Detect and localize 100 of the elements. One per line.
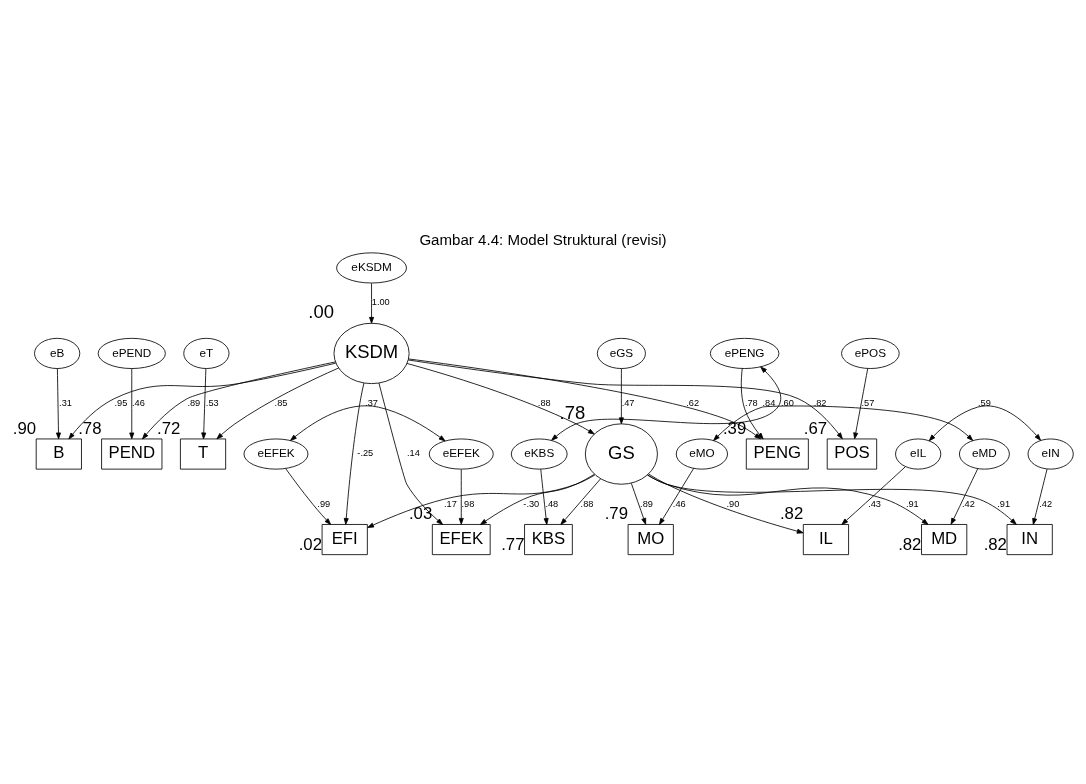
node-ellipse: eMO [675, 438, 728, 470]
node-box: MO [627, 524, 674, 556]
node-box: PEND [101, 438, 163, 470]
edge-label: .46 [132, 398, 145, 409]
node-ellipse: eGS [596, 337, 646, 369]
arrow [659, 467, 695, 525]
edge-label: .99 [317, 498, 331, 509]
edge-label: .17 [443, 498, 457, 509]
node-box: B [35, 438, 82, 470]
arrow [740, 368, 764, 440]
arrow [950, 468, 979, 525]
arrow [369, 282, 375, 324]
edge-label: .48 [545, 498, 559, 509]
node-ellipse: ePENG [709, 337, 780, 369]
arrow [551, 366, 782, 441]
node-ellipse: eEFEK [428, 438, 494, 470]
edge-label: .31 [59, 398, 72, 409]
edge-label: .57 [861, 398, 875, 409]
edge-label: .85 [274, 398, 288, 409]
edge-label: .82 [813, 398, 827, 409]
arrow [540, 468, 549, 525]
arrow [458, 469, 464, 525]
node-ellipse: KSDM [333, 322, 410, 385]
arrow [560, 478, 601, 525]
edge-label: .53 [205, 398, 219, 409]
edge-label: .43 [868, 498, 881, 509]
node-ellipse: eT [183, 337, 230, 369]
node-ellipse: eMD [959, 438, 1010, 470]
arrow [68, 362, 337, 440]
edge-label: .95 [114, 398, 128, 409]
edge-label: .14 [407, 448, 420, 459]
node-label: .82 [898, 534, 922, 554]
node-label: .03 [408, 504, 433, 524]
node-label: .78 [559, 401, 586, 423]
edge-label: .98 [461, 498, 475, 509]
edge-label: .91 [905, 498, 919, 509]
arrow [841, 466, 906, 525]
node-box: EFEK [431, 524, 491, 556]
arrow [480, 473, 595, 525]
edge-label: .60 [780, 398, 794, 409]
node-box: EFI [321, 524, 368, 556]
node-ellipse: eKSDM [336, 252, 407, 284]
edge-label: 1.00 [371, 297, 390, 308]
edge-label: .42 [962, 498, 975, 509]
arrow [343, 382, 365, 525]
arrow [285, 468, 332, 525]
arrow [367, 474, 596, 528]
arrow [216, 367, 340, 440]
arrow [647, 474, 1017, 525]
edge-label: .89 [640, 498, 653, 509]
node-box: PENG [745, 438, 809, 470]
node-ellipse: ePOS [841, 337, 900, 369]
node-box: POS [826, 438, 878, 470]
arrow [378, 382, 443, 525]
node-box: T [180, 438, 227, 470]
edge-label: -.30 [523, 498, 540, 509]
edge-label: .78 [744, 398, 758, 409]
node-ellipse: ePEND [97, 337, 166, 369]
node-label: .67 [803, 418, 828, 438]
edge-label: .37 [365, 398, 378, 409]
edge-label: .88 [580, 498, 594, 509]
node-label: .77 [501, 534, 525, 554]
arrow [201, 368, 207, 440]
node-box: IN [1006, 524, 1053, 556]
node-box: MD [921, 524, 968, 556]
edge-label: .46 [672, 498, 686, 509]
node-box: KBS [524, 524, 573, 556]
node-label: .82 [983, 534, 1007, 554]
edge-label: .88 [537, 398, 551, 409]
diagram-title: Gambar 4.4: Model Struktural (revisi) [419, 230, 667, 248]
arrow [129, 368, 135, 440]
arrow [290, 405, 446, 442]
node-box: IL [802, 524, 849, 556]
node-ellipse: eEFEK [243, 438, 309, 470]
node-label: .72 [157, 418, 181, 438]
arrow [406, 363, 595, 435]
node-ellipse: eB [34, 337, 81, 369]
node-label: .02 [298, 534, 322, 554]
node-label: .82 [779, 504, 804, 524]
node-ellipse: eIN [1027, 438, 1074, 470]
arrow [1032, 468, 1048, 525]
node-ellipse: eIL [895, 438, 942, 470]
edge-label: .84 [762, 398, 776, 409]
edge-label: .62 [686, 398, 700, 409]
edge-label: -.25 [357, 448, 374, 459]
edge-label: .47 [621, 398, 635, 409]
arrow [713, 405, 974, 441]
arrow [142, 361, 336, 440]
arrow [630, 482, 647, 525]
node-label: .79 [604, 504, 629, 524]
arrow [928, 405, 1041, 442]
node-ellipse: eKBS [510, 438, 568, 470]
arrow [408, 358, 762, 440]
node-label: .78 [78, 418, 102, 438]
arrow [647, 474, 929, 525]
arrow [648, 473, 804, 534]
edge-label: .91 [997, 498, 1011, 509]
node-label: .90 [12, 418, 37, 438]
edge-label: .89 [187, 398, 201, 409]
arrow [853, 368, 869, 440]
